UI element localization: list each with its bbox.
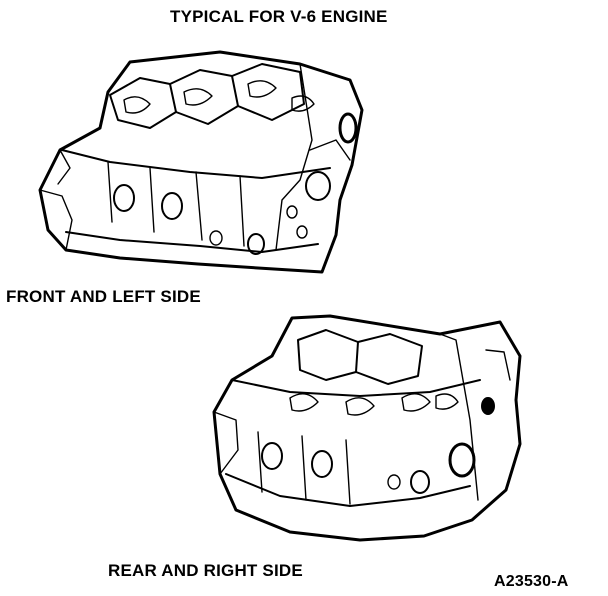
view-label-front-left: FRONT AND LEFT SIDE (6, 287, 201, 306)
front-face-boss-2 (305, 171, 331, 201)
rear-rib-2 (301, 435, 307, 501)
side-port-3 (247, 233, 265, 255)
left-end-web-2 (57, 149, 71, 185)
block-outline-front (38, 50, 364, 274)
block-outline-rear (212, 314, 522, 542)
figure-id: A23530-A (494, 573, 569, 590)
rear-face-web (485, 349, 511, 381)
rear-rib-1 (257, 431, 263, 493)
rear-bearing-saddle-4 (435, 393, 459, 410)
rear-deck-line (231, 379, 481, 397)
bearing-saddle-3 (247, 80, 277, 98)
rear-side-port-small (387, 474, 401, 490)
side-port-1 (113, 184, 135, 212)
rear-bearing-saddle-3 (401, 393, 431, 412)
rear-side-port-2 (311, 450, 333, 478)
rear-bearing-saddle-1 (289, 393, 319, 412)
rear-bank-opening-1 (297, 329, 359, 381)
diagram-title: TYPICAL FOR V-6 ENGINE (170, 7, 388, 26)
side-port-2 (161, 192, 183, 220)
block-rib-2 (149, 167, 155, 233)
bearing-saddle-4 (291, 95, 315, 112)
front-face-hole-1 (286, 205, 298, 219)
block-rib-4 (239, 175, 245, 247)
front-face-edge (275, 63, 313, 251)
rear-face-boss-1 (448, 442, 476, 478)
bearing-saddle-1 (123, 96, 151, 114)
bearing-saddle-2 (183, 88, 213, 106)
rear-left-end-web (213, 411, 239, 475)
block-rib-3 (195, 171, 203, 241)
rear-rib-3 (345, 439, 351, 505)
front-face-web (309, 139, 351, 161)
rear-face-plug (481, 397, 495, 415)
block-rib-1 (107, 161, 113, 223)
side-port-small-1 (209, 230, 223, 246)
block-lower-rail (65, 231, 319, 253)
bank-opening-2 (169, 69, 239, 125)
front-face-boss-1 (338, 112, 358, 144)
bank-opening-3 (231, 63, 305, 121)
rear-bank-opening-2 (355, 333, 423, 385)
left-end-web (39, 189, 73, 251)
front-face-hole-2 (296, 225, 308, 239)
rear-face-boss-2 (410, 470, 430, 494)
rear-bearing-saddle-2 (345, 397, 375, 416)
view-label-rear-right: REAR AND RIGHT SIDE (108, 561, 303, 580)
rear-side-port-1 (261, 442, 283, 470)
block-deck-line (61, 149, 331, 179)
